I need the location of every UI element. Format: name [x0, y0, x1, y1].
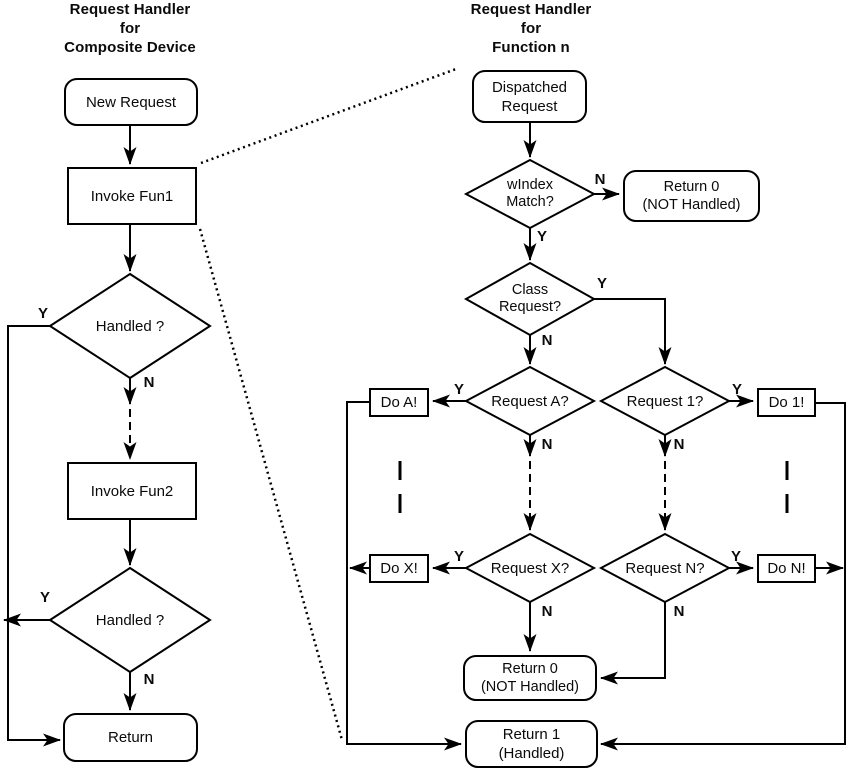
node-dispatched-request: Dispatched Request [472, 70, 587, 123]
edge-requestn-no-return0 [600, 602, 666, 685]
windex-yes-label: Y [536, 227, 547, 245]
windex-no-label: N [594, 170, 606, 188]
handled2-no-label: N [143, 670, 155, 688]
requestx-yes-label: Y [453, 547, 464, 565]
requestx-diamond-shape [463, 532, 597, 604]
zoom-dotted-line-top [200, 67, 457, 165]
request1-diamond-shape [598, 365, 732, 437]
node-do-a: Do A! [369, 388, 429, 417]
handled1-no-label: N [143, 373, 155, 391]
edge-class-yes-request1 [594, 298, 672, 365]
requesta-no-label: N [541, 435, 553, 453]
handled2-diamond-shape [48, 566, 212, 674]
node-return0-bottom: Return 0 (NOT Handled) [463, 655, 597, 701]
class-diamond-shape [463, 261, 597, 337]
right-chart-title: Request Handler for Function n [470, 1, 592, 56]
windex-diamond-shape [463, 158, 597, 230]
node-return: Return [63, 713, 198, 762]
class-no-label: N [541, 331, 553, 349]
requesta-yes-label: Y [453, 380, 464, 398]
node-new-request: New Request [64, 78, 198, 126]
node-invoke-fun2: Invoke Fun2 [67, 462, 197, 520]
node-return0-windex: Return 0 (NOT Handled) [623, 170, 760, 222]
handled1-yes-label: Y [37, 304, 48, 322]
request1-yes-label: Y [731, 380, 742, 398]
requestx-no-label: N [541, 602, 553, 620]
node-do-x: Do X! [369, 554, 429, 583]
node-return1: Return 1 (Handled) [465, 720, 598, 768]
request1-no-label: N [673, 435, 685, 453]
requestn-no-label: N [673, 602, 685, 620]
handled2-yes-label: Y [39, 588, 50, 606]
node-do-n: Do N! [757, 554, 816, 583]
requestn-diamond-shape [598, 532, 732, 604]
requesta-diamond-shape [463, 365, 597, 437]
node-do-1: Do 1! [757, 388, 816, 417]
edge-right-rail-return1 [600, 402, 846, 751]
node-invoke-fun1: Invoke Fun1 [67, 167, 197, 225]
edge-handled1-yes-rail [7, 325, 61, 747]
left-chart-title: Request Handler for Composite Device [64, 1, 196, 56]
edge-left-rail-return1 [346, 401, 462, 751]
zoom-dotted-line-bottom [198, 228, 344, 741]
requestn-yes-label: Y [730, 547, 741, 565]
handled1-diamond-shape [48, 272, 212, 380]
class-yes-label: Y [596, 274, 607, 292]
